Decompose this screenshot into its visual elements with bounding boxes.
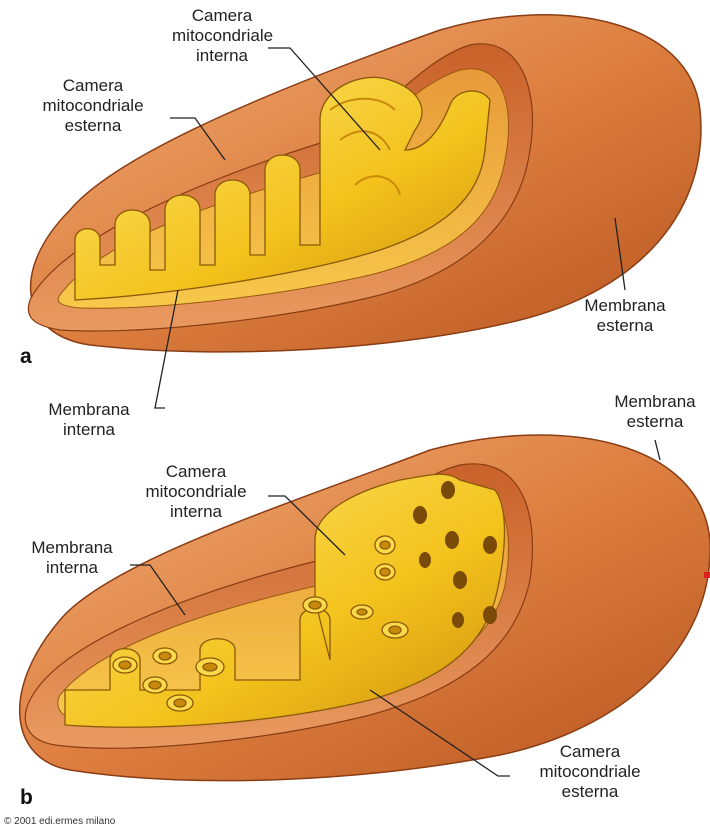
label-line: interna — [14, 558, 130, 578]
label-b-membrana-interna: Membrana interna — [14, 538, 130, 578]
label-line: mitocondriale — [126, 482, 266, 502]
label-line: Camera — [18, 76, 168, 96]
copyright-notice: © 2001 edi.ermes milano — [4, 816, 115, 827]
label-b-camera-esterna: Camera mitocondriale esterna — [520, 742, 660, 802]
label-a-camera-esterna: Camera mitocondriale esterna — [18, 76, 168, 136]
label-b-membrana-esterna: Membrana esterna — [600, 392, 710, 432]
label-line: mitocondriale — [172, 26, 272, 46]
label-line: esterna — [570, 316, 680, 336]
label-line: esterna — [600, 412, 710, 432]
label-line: Camera — [126, 462, 266, 482]
edge-marker — [704, 572, 710, 578]
label-b-camera-interna: Camera mitocondriale interna — [126, 462, 266, 522]
label-line: mitocondriale — [520, 762, 660, 782]
label-a-membrana-interna: Membrana interna — [14, 400, 164, 440]
label-line: Membrana — [14, 400, 164, 420]
panel-letter-b: b — [20, 786, 33, 810]
label-line: interna — [172, 46, 272, 66]
label-line: interna — [14, 420, 164, 440]
label-a-membrana-esterna: Membrana esterna — [570, 296, 680, 336]
label-line: Membrana — [14, 538, 130, 558]
panel-letter-a: a — [20, 345, 32, 369]
label-line: Membrana — [600, 392, 710, 412]
label-line: Camera — [172, 6, 272, 26]
label-line: Camera — [520, 742, 660, 762]
label-line: esterna — [18, 116, 168, 136]
label-line: interna — [126, 502, 266, 522]
label-line: esterna — [520, 782, 660, 802]
mitochondrion-b — [20, 435, 710, 781]
label-line: Membrana — [570, 296, 680, 316]
label-line: mitocondriale — [18, 96, 168, 116]
label-a-camera-interna: Camera mitocondriale interna — [172, 6, 272, 66]
